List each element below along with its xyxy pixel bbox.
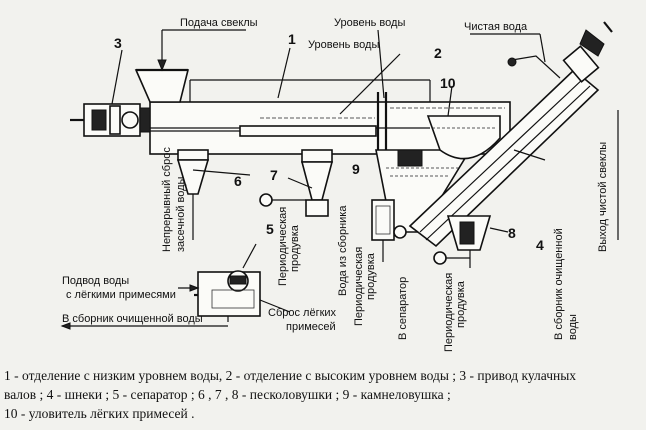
number-1: 1 <box>288 31 296 47</box>
label-continuous-discharge: Непрерывный сброс <box>161 147 173 252</box>
number-2: 2 <box>434 45 442 61</box>
diagram-labels: Подача свеклы Уровень воды Уровень воды … <box>62 17 609 352</box>
number-6: 6 <box>234 173 242 189</box>
inclined-screw <box>408 21 613 248</box>
label-to-clean-collector-b: воды <box>567 314 579 340</box>
label-water-level-2: Уровень воды <box>308 39 379 51</box>
label-periodic-purge-7: Периодическая <box>277 207 289 286</box>
number-8: 8 <box>508 225 516 241</box>
flow-lines <box>60 29 619 330</box>
legend: 1 - отделение с низким уровнем воды, 2 -… <box>4 366 640 423</box>
number-4: 4 <box>536 237 544 253</box>
label-clean-beet-exit: Выход чистой свеклы <box>597 142 609 252</box>
number-7: 7 <box>270 167 278 183</box>
label-periodic-purge-8: Периодическая <box>443 273 455 352</box>
label-discharge-light: Сброс лёгких <box>268 307 337 319</box>
label-with-light-impurities: с лёгкими примесями <box>66 289 176 301</box>
washer-scheme: Подача свеклы Уровень воды Уровень воды … <box>60 17 619 352</box>
sand-trap-6 <box>176 149 251 240</box>
label-periodic-purge-7b: продувка <box>289 224 301 272</box>
label-periodic-purge-8b: продувка <box>455 280 467 328</box>
label-discharge-light-b: примесей <box>286 321 336 333</box>
label-periodic-purge-9b: продувка <box>365 252 377 300</box>
sand-trap-8 <box>433 215 509 268</box>
label-beet-feed: Подача свеклы <box>180 17 258 29</box>
label-water-supply: Подвод воды <box>62 275 129 287</box>
number-3: 3 <box>114 35 122 51</box>
label-water-from-collector: Вода из сборника <box>337 205 349 296</box>
label-periodic-purge-9: Периодическая <box>353 247 365 326</box>
label-to-clean-collector: В сборник очищенной <box>553 228 565 340</box>
number-5: 5 <box>266 221 274 237</box>
drive-unit <box>70 49 151 137</box>
reference-numbers: 1 2 3 4 5 6 7 8 9 10 <box>114 31 544 253</box>
label-to-clean-water-collector: В сборник очищенной воды <box>62 313 203 325</box>
legend-line: валов ; 4 - шнеки ; 5 - сепаратор ; 6 , … <box>4 387 451 402</box>
feed-hopper <box>134 29 246 103</box>
label-water-level-1: Уровень воды <box>334 17 405 29</box>
sand-trap-7 <box>259 149 334 217</box>
number-10: 10 <box>440 75 456 91</box>
label-to-separator: В сепаратор <box>397 277 409 340</box>
label-clean-water: Чистая вода <box>464 21 528 33</box>
separator-5 <box>194 243 291 322</box>
legend-line: 1 - отделение с низким уровнем воды, 2 -… <box>4 368 577 383</box>
number-9: 9 <box>352 161 360 177</box>
impurity-catcher-10 <box>426 85 501 160</box>
label-fouled-water: засечной воды <box>175 176 187 252</box>
stone-trap-9 <box>371 149 472 262</box>
legend-line: 10 - уловитель лёгких примесей . <box>4 406 195 421</box>
